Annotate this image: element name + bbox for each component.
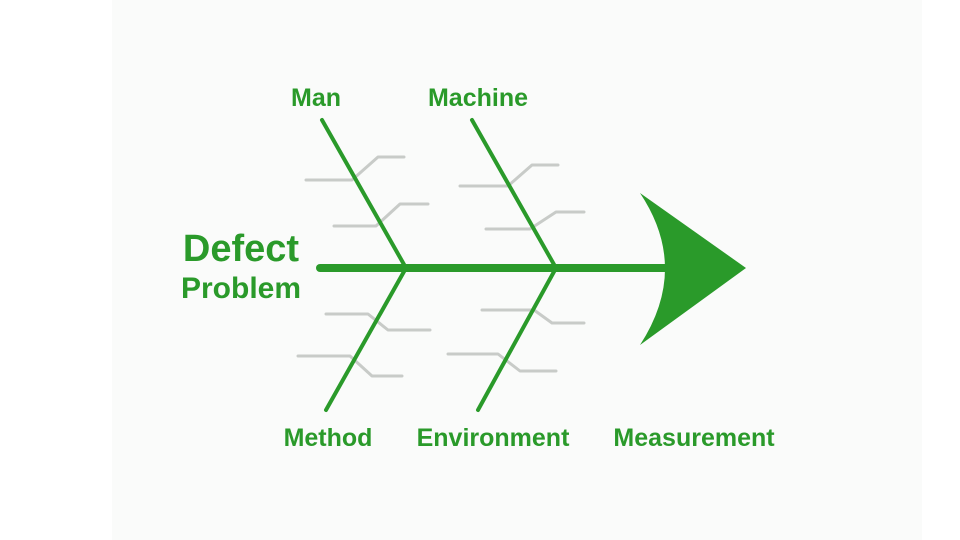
man-sub-branches (304, 155, 430, 228)
man-bone (320, 118, 408, 270)
sub-branch (332, 202, 430, 228)
sub-branch (480, 308, 586, 325)
category-label-method: Method (284, 424, 373, 452)
sub-branch (296, 354, 404, 378)
arrow-head (640, 193, 746, 345)
category-label-machine: Machine (428, 84, 528, 112)
environment-bone (476, 266, 558, 412)
sub-branch (484, 210, 586, 231)
machine-sub-branches (458, 163, 586, 231)
machine-bone (470, 118, 558, 270)
category-label-man: Man (291, 84, 341, 112)
sub-branch (324, 312, 432, 332)
sub-branch (304, 155, 406, 182)
category-label-measurement: Measurement (613, 424, 775, 452)
problem-label-line1: Defect (183, 228, 299, 270)
method-sub-branches (296, 312, 432, 378)
category-label-environment: Environment (417, 424, 570, 452)
environment-sub-branches (446, 308, 586, 373)
sub-branch (446, 352, 558, 373)
method-bone (324, 266, 408, 412)
sub-branch (458, 163, 560, 188)
problem-label-line2: Problem (181, 272, 301, 305)
